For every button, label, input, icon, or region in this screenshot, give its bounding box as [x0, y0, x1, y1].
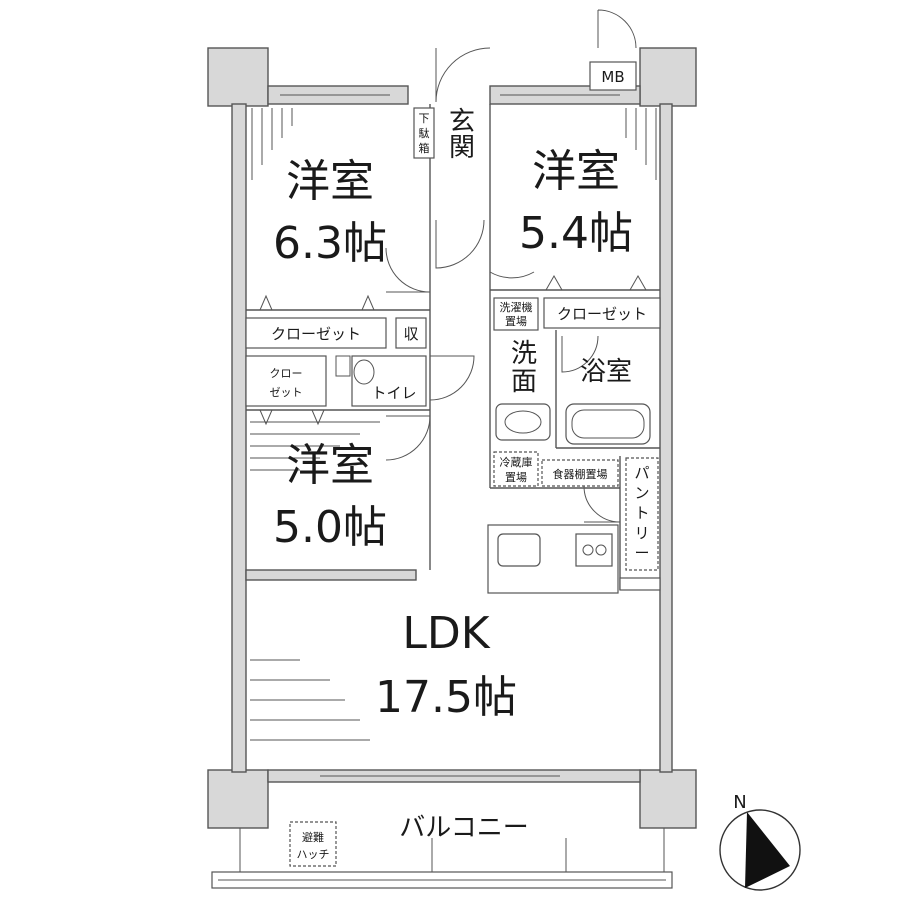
entrance-label-line1: 玄 — [449, 107, 475, 137]
washroom-label-line1: 洗 — [511, 339, 537, 369]
sink-icon — [495, 403, 551, 441]
svg-text:パ: パ — [634, 464, 649, 482]
doors — [259, 9, 647, 523]
toilet-label: トイレ — [371, 384, 416, 402]
outer-walls — [207, 47, 697, 829]
ldk-name: LDK — [402, 608, 490, 659]
closet-1-label: クローゼット — [271, 325, 361, 343]
hatching — [250, 108, 657, 741]
svg-text:置場: 置場 — [505, 315, 527, 328]
closet-2-box — [543, 297, 661, 329]
closet-1-box — [245, 317, 387, 349]
pantry-box — [625, 457, 659, 571]
cupboard-space-box — [541, 459, 619, 487]
svg-text:ハッチ: ハッチ — [297, 848, 330, 861]
svg-text:ト: ト — [634, 504, 649, 522]
entrance-label-line2: 関 — [449, 133, 475, 163]
shoe-box — [413, 107, 435, 159]
balcony-label: バルコニー — [399, 813, 528, 843]
toilet-tank-icon — [335, 355, 351, 377]
svg-text:避難: 避難 — [302, 830, 324, 844]
closet-3-label-line1: クロー — [270, 367, 303, 380]
svg-text:箱: 箱 — [419, 141, 430, 155]
compass-north-label: N — [733, 792, 746, 813]
room-2-name: 洋室 — [532, 146, 620, 197]
washer-space-box — [493, 297, 539, 331]
room-2-size: 5.4帖 — [519, 208, 633, 259]
escape-hatch-box — [289, 821, 337, 867]
stove-icon — [575, 533, 613, 567]
svg-text:リ: リ — [634, 524, 649, 542]
room-3-name: 洋室 — [286, 440, 374, 491]
svg-text:洗濯機: 洗濯機 — [500, 300, 533, 314]
room-1-name: 洋室 — [286, 156, 374, 207]
balcony — [211, 828, 673, 889]
svg-text:冷蔵庫: 冷蔵庫 — [500, 455, 533, 469]
svg-text:下: 下 — [419, 112, 430, 125]
mb-box — [589, 61, 637, 91]
toilet-box — [351, 355, 427, 407]
room-1-size: 6.3帖 — [273, 218, 387, 269]
svg-text:食器棚置場: 食器棚置場 — [553, 467, 608, 481]
bathtub-icon — [565, 403, 651, 445]
closet-3-label-line2: ゼット — [270, 386, 303, 399]
room-3-size: 5.0帖 — [273, 502, 387, 553]
closet-2-label: クローゼット — [557, 305, 647, 323]
svg-text:ン: ン — [634, 484, 649, 502]
closet-3-box — [245, 355, 327, 407]
svg-text:ー: ー — [634, 544, 649, 562]
bathroom-label: 浴室 — [580, 357, 632, 387]
compass: N — [719, 792, 801, 891]
storage-label: 収 — [403, 325, 418, 343]
washroom-label-line2: 面 — [511, 367, 537, 397]
north-arrow-icon — [745, 812, 790, 888]
storage-box — [395, 317, 427, 349]
kitchen-sink-icon — [497, 533, 541, 567]
ldk-size: 17.5帖 — [375, 672, 517, 723]
svg-text:置場: 置場 — [505, 471, 527, 484]
toilet-bowl-icon — [353, 359, 375, 385]
mb-label: MB — [601, 68, 624, 86]
fridge-space-box — [493, 451, 539, 487]
svg-text:駄: 駄 — [419, 126, 430, 140]
